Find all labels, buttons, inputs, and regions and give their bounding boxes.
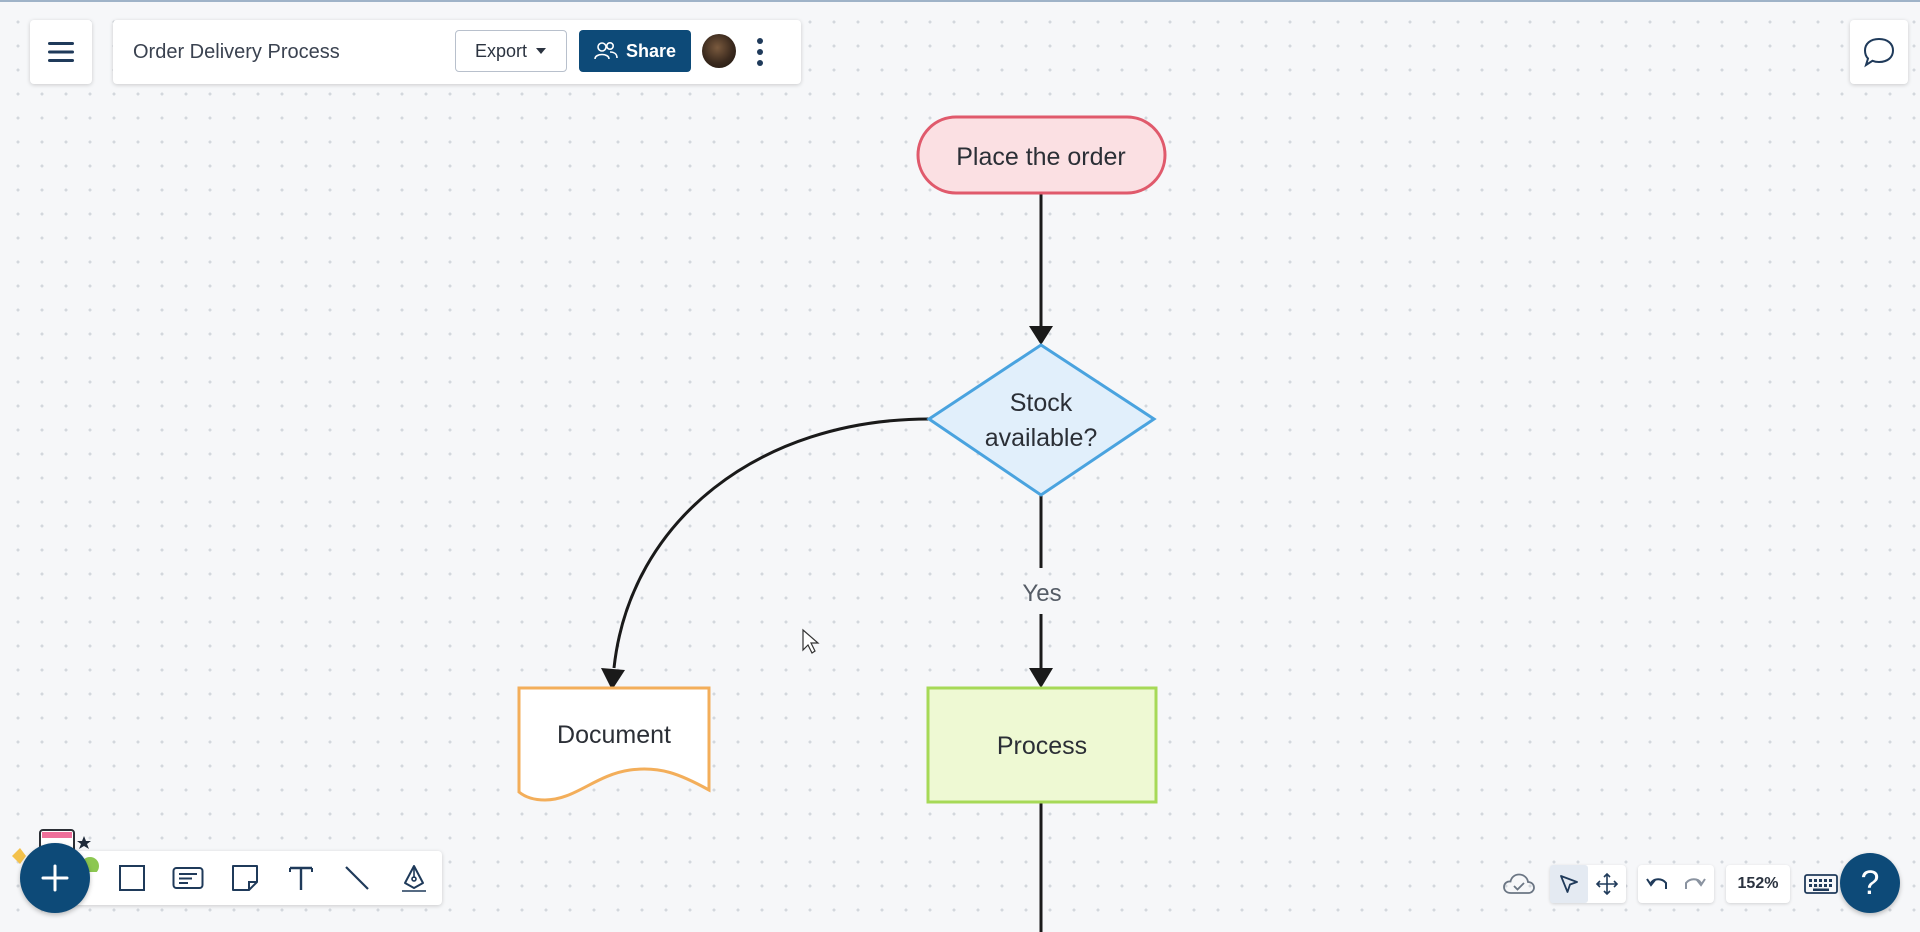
decision-diamond-shape [926, 343, 1157, 497]
share-label: Share [625, 40, 677, 61]
plus-icon [41, 864, 69, 892]
export-button[interactable]: Export [455, 30, 567, 72]
pan-mode-button[interactable] [1588, 865, 1626, 903]
terminal-shape [916, 115, 1167, 195]
rectangle-icon [119, 865, 146, 891]
node-label-line1: Stock [1010, 389, 1073, 417]
more-options-button[interactable] [751, 34, 769, 70]
history-controls [1638, 865, 1714, 903]
cloud-sync-button[interactable] [1500, 865, 1538, 903]
dot-icon [757, 38, 763, 44]
pen-icon [401, 865, 426, 892]
arrowhead-icon [601, 668, 625, 690]
card-icon [172, 867, 204, 889]
pen-tool[interactable] [386, 851, 442, 905]
pointer-icon [1560, 875, 1578, 893]
mouse-cursor-icon [802, 628, 820, 654]
chat-bubble-icon [1863, 37, 1895, 68]
process-shape [926, 686, 1158, 804]
node-place-the-order[interactable]: Place the order [916, 115, 1167, 195]
dot-icon [757, 60, 763, 66]
mode-toggle [1550, 865, 1626, 903]
text-icon [289, 866, 314, 890]
arrowhead-icon [1029, 326, 1053, 345]
line-icon [345, 866, 370, 890]
dot-icon [757, 49, 763, 55]
canvas-controls: 152% [1500, 862, 1840, 906]
share-button[interactable]: Share [579, 30, 691, 72]
node-stock-available[interactable]: Stock available? [926, 343, 1157, 497]
text-tool[interactable] [273, 851, 329, 905]
shape-toolbar [70, 851, 442, 905]
keyboard-icon [1804, 874, 1838, 894]
node-label-line2: available? [985, 424, 1098, 452]
keyboard-shortcuts-button[interactable] [1802, 865, 1840, 903]
sticky-note-icon [231, 865, 258, 891]
line-tool[interactable] [329, 851, 385, 905]
caret-down-icon [536, 48, 547, 54]
hamburger-menu-icon [48, 42, 74, 62]
sticky-note-tool[interactable] [217, 851, 273, 905]
document-shape [517, 686, 711, 802]
undo-button[interactable] [1638, 865, 1676, 903]
card-tool[interactable] [160, 851, 216, 905]
node-label: Process [997, 732, 1087, 760]
edge-label-yes[interactable]: Yes [1022, 580, 1061, 607]
users-icon [594, 41, 618, 60]
node-process[interactable]: Process [926, 686, 1158, 804]
export-label: Export [474, 40, 528, 61]
undo-icon [1646, 878, 1667, 889]
node-label: Place the order [956, 143, 1126, 171]
main-menu-button[interactable] [30, 20, 92, 84]
rectangle-tool[interactable] [104, 851, 160, 905]
document-title[interactable]: Order Delivery Process [133, 41, 340, 63]
user-avatar[interactable] [702, 34, 736, 68]
redo-icon [1685, 878, 1706, 889]
help-button[interactable]: ? [1840, 853, 1900, 913]
connector-decision-to-document[interactable] [612, 417, 930, 669]
arrowhead-icon [1029, 668, 1053, 688]
cloud-icon [1503, 873, 1535, 894]
top-border [0, 0, 1920, 2]
document-toolbar: Order Delivery Process Export Share [113, 20, 801, 84]
zoom-level[interactable]: 152% [1726, 865, 1790, 903]
comments-button[interactable] [1850, 20, 1908, 84]
redo-button[interactable] [1676, 865, 1714, 903]
help-icon: ? [1860, 863, 1880, 902]
node-document[interactable]: Document [517, 686, 711, 802]
pan-icon [1595, 872, 1619, 896]
select-mode-button[interactable] [1550, 865, 1588, 903]
node-label: Document [557, 721, 671, 749]
add-shape-button[interactable] [20, 843, 90, 913]
